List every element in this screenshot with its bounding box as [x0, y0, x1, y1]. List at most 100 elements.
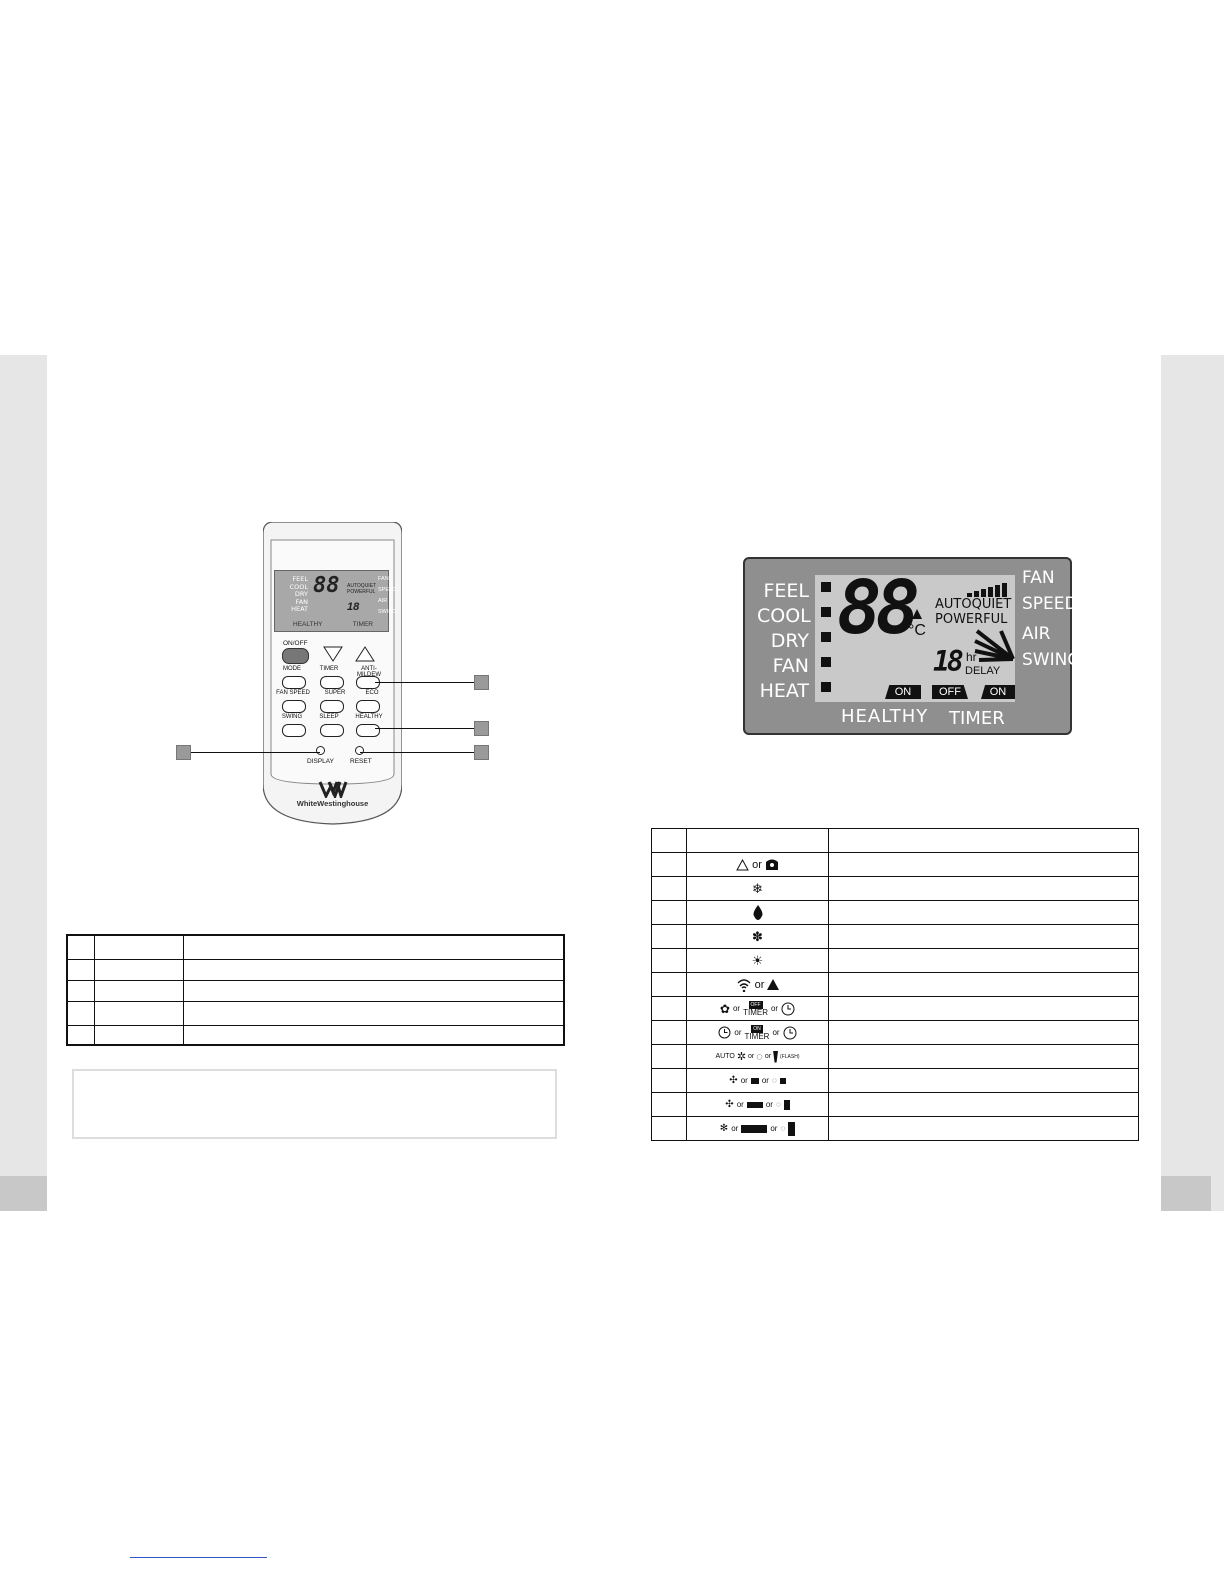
table-row: AUTO ✲ or ◌ or (FLASH) — [651, 1044, 1139, 1069]
lcd-healthy-on-badge: ON — [885, 685, 921, 699]
lcd-air-label: AIR — [1022, 624, 1051, 644]
fan-bar-flash-icon — [773, 1050, 779, 1063]
remote-lcd-right-label: FAN — [378, 576, 389, 582]
lcd-dry-label: DRY — [770, 630, 809, 652]
fan-bars-high-icon — [741, 1124, 768, 1133]
remote-lcd-digits: 88 — [313, 573, 340, 598]
remote-control: FEEL COOL DRY FAN HEAT 88 AUTOQUIET POWE… — [263, 522, 402, 826]
or-text: or — [736, 1100, 744, 1109]
fan-low-icon: ✣ — [729, 1075, 738, 1086]
button-function-table — [66, 934, 565, 1046]
display-icon-table: or ❄ ✽ ☀ or ✿ or OFF TIMER or or ON TIME… — [651, 828, 1139, 1141]
anti-mildew-label: ANTI-MILDEW — [357, 666, 381, 678]
table-row: ✿ or OFF TIMER or — [651, 996, 1139, 1021]
remote-lcd-label: FEEL — [292, 575, 308, 583]
or-text: or — [754, 978, 765, 991]
on-badge-icon: ON — [751, 1024, 763, 1033]
super-button[interactable] — [320, 700, 344, 713]
feel-person-icon — [765, 859, 778, 870]
healthy-button[interactable] — [356, 724, 380, 737]
mode-button[interactable] — [282, 676, 306, 689]
table-row — [651, 900, 1139, 925]
remote-lcd-right-label: SPEED — [378, 587, 397, 593]
healthy-label: HEALTHY — [355, 714, 383, 720]
lcd-fan-right-label: FAN — [1022, 568, 1055, 588]
fan-bar-high-icon — [788, 1121, 796, 1136]
remote-lcd-label: DRY — [294, 590, 308, 598]
clock-on-icon — [783, 1026, 797, 1039]
fan-high-icon: ✻ — [719, 1123, 729, 1134]
clock-icon — [718, 1026, 731, 1039]
cycle-icon: ◌ — [756, 1050, 763, 1063]
or-text: or — [734, 1028, 742, 1037]
table-row — [651, 828, 1139, 853]
brand-logo-icon — [318, 781, 348, 798]
remote-lcd-right-label: SWING — [378, 609, 397, 615]
or-text: or — [752, 858, 762, 871]
lcd-indicator-squares — [821, 582, 831, 692]
remote-timer-label: TIMER — [352, 621, 373, 628]
swing-button[interactable] — [282, 724, 306, 737]
or-text: or — [764, 1053, 772, 1060]
onoff-button[interactable] — [282, 648, 309, 664]
or-text: or — [772, 1028, 780, 1037]
eco-button[interactable] — [356, 700, 380, 713]
right-edge-strip — [1161, 355, 1224, 1211]
cycle-icon: ◌ — [771, 1076, 777, 1085]
up-arrow-button[interactable] — [355, 646, 375, 662]
sun-icon: ☀ — [751, 952, 764, 968]
left-edge-strip — [0, 355, 47, 1211]
remote-lcd-label: COOL — [289, 582, 308, 591]
lcd-display-panel: FEEL COOL DRY FAN HEAT 88 °C AUTOQUIET P… — [743, 557, 1081, 735]
reset-button[interactable] — [355, 746, 364, 755]
lcd-heat-label: HEAT — [759, 680, 809, 702]
fan-auto-icon: ✲ — [736, 1051, 747, 1063]
display-button[interactable] — [316, 746, 325, 755]
lcd-speed-label: SPEED — [1022, 594, 1078, 614]
remote-lcd-label: HEAT — [291, 605, 308, 613]
air-swing-icon — [974, 629, 1015, 662]
fan-bar-low-icon — [779, 1077, 786, 1084]
footer-link-underline[interactable] — [130, 1557, 267, 1558]
brand-name: WhiteWestinghouse — [296, 799, 369, 808]
cycle-icon: ◌ — [775, 1100, 781, 1109]
timer-button[interactable] — [320, 676, 344, 689]
or-text: or — [731, 1124, 739, 1133]
or-text: or — [770, 1004, 779, 1013]
callout-line — [189, 752, 320, 753]
snowflake-icon: ❄ — [752, 880, 763, 896]
remote-lcd: FEEL COOL DRY FAN HEAT 88 AUTOQUIET POWE… — [274, 570, 397, 632]
off-badge-icon: OFF — [748, 1000, 763, 1009]
callout-line — [360, 752, 474, 753]
table-row: ☀ — [651, 948, 1139, 973]
fan-medium-icon: ✣ — [725, 1099, 734, 1110]
fan-bars-medium-icon — [746, 1101, 763, 1108]
lcd-delay: DELAY — [965, 665, 1001, 677]
timer-word: TIMER — [743, 1007, 768, 1017]
remote-healthy-label: HEALTHY — [293, 621, 323, 628]
callout-marker — [474, 745, 489, 760]
feel-triangle-icon — [912, 609, 922, 619]
fan-bars-low-icon — [750, 1077, 759, 1084]
callout-marker — [176, 745, 191, 760]
table-row: or ON TIMER or — [651, 1020, 1139, 1045]
or-text: or — [740, 1076, 748, 1085]
sleep-icon: ✿ — [719, 1001, 730, 1016]
eco-label: ECO — [365, 690, 379, 696]
or-text: or — [765, 1100, 773, 1109]
lcd-degree-unit: °C — [908, 622, 926, 639]
table-row: or — [651, 852, 1139, 877]
lcd-timer-digits: 18 — [933, 645, 964, 678]
or-text: or — [748, 1053, 755, 1060]
fan-speed-label: FAN SPEED — [276, 690, 310, 696]
or-text: or — [761, 1076, 769, 1085]
sleep-button[interactable] — [320, 724, 344, 737]
display-label: DISPLAY — [307, 758, 334, 765]
fan-speed-button[interactable] — [282, 700, 306, 713]
down-arrow-button[interactable] — [323, 646, 343, 662]
lcd-fan-label: FAN — [772, 655, 809, 677]
lcd-timer-off-badge: OFF — [932, 685, 968, 699]
lcd-cool-label: COOL — [757, 605, 811, 627]
mode-label: MODE — [283, 666, 301, 672]
lcd-temperature-digits: 88 — [837, 565, 920, 651]
